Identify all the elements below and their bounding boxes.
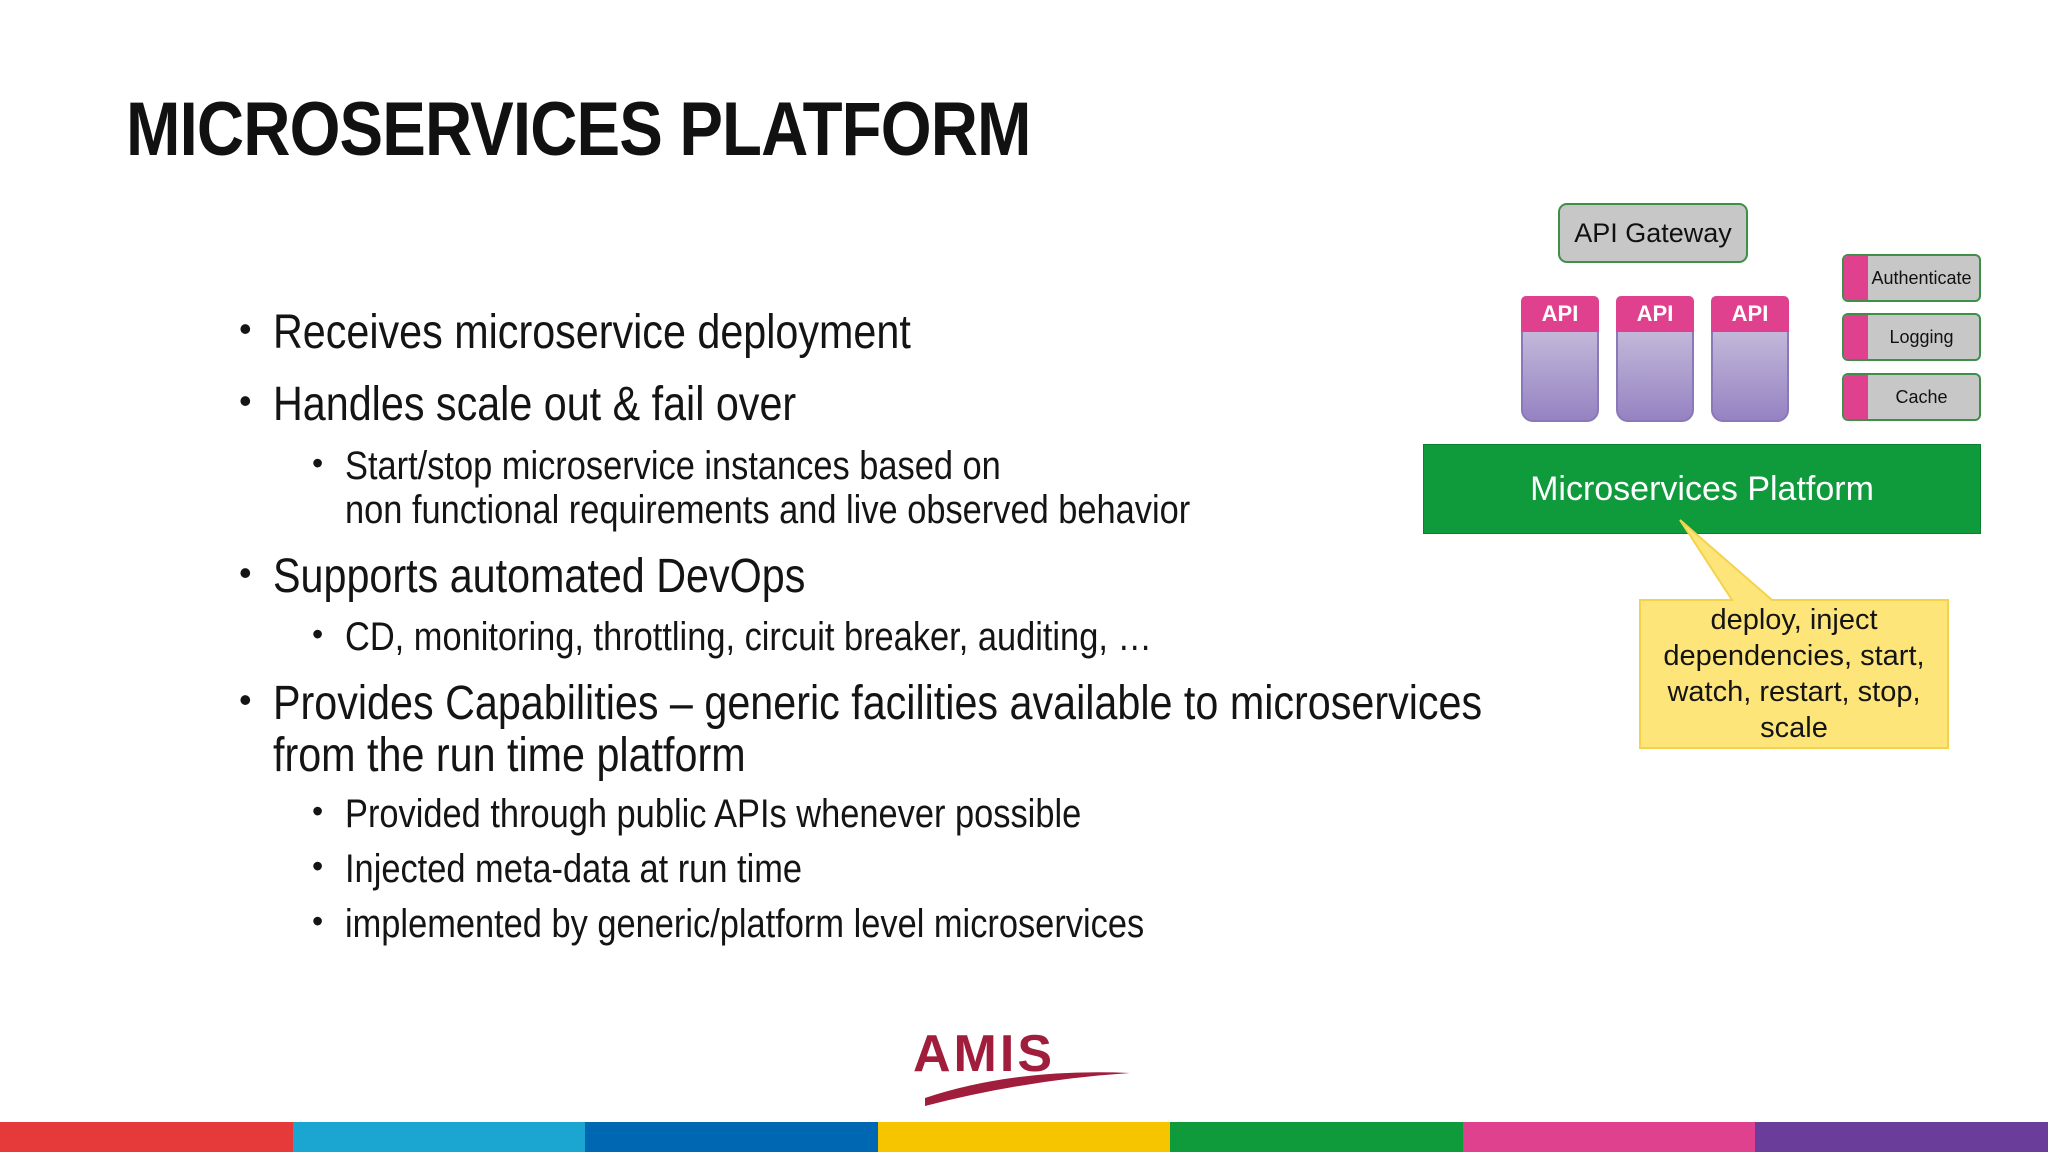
strip-segment-7: [1755, 1122, 2048, 1152]
callout-shape: [1639, 519, 1949, 749]
strip-segment-1: [0, 1122, 293, 1152]
bullet-text: from the run time platform: [273, 729, 746, 782]
api-label: API: [1711, 296, 1789, 332]
strip-segment-6: [1462, 1122, 1756, 1152]
callout-line: scale: [1760, 712, 1828, 744]
callout-line: dependencies, start,: [1663, 640, 1925, 672]
bullet-text: Handles scale out & fail over: [273, 378, 797, 431]
bullet-item: • Provides Capabilities – generic facili…: [239, 677, 1679, 730]
platform-label: Microservices Platform: [1530, 469, 1874, 508]
slide-title: MICROSERVICES PLATFORM: [126, 87, 1032, 172]
amis-logo: AMIS: [905, 1028, 1135, 1108]
bullet-dot: •: [239, 308, 252, 349]
capability-cache: Cache: [1842, 373, 1981, 421]
capability-authenticate: Authenticate: [1842, 254, 1981, 302]
bullet-dot: •: [239, 380, 252, 421]
bullet-item: • Supports automated DevOps: [239, 550, 892, 603]
sub-bullet-item: • CD, monitoring, throttling, circuit br…: [312, 615, 1283, 659]
capability-label: Authenticate: [1871, 267, 1972, 288]
api-label: API: [1616, 296, 1694, 332]
api-gateway-label: API Gateway: [1574, 217, 1732, 248]
bullet-dot: •: [239, 552, 252, 593]
capability-label: Logging: [1889, 326, 1954, 347]
bullet-dot: •: [312, 616, 324, 652]
bullet-dot: •: [312, 445, 324, 481]
bullet-text: Injected meta-data at run time: [345, 847, 802, 891]
strip-segment-3: [585, 1122, 878, 1152]
api-service-body: [1521, 326, 1599, 422]
bullet-dot: •: [312, 848, 324, 884]
capability-tab: [1844, 375, 1868, 419]
bottom-color-strip: [0, 1122, 2048, 1152]
api-service-body: [1711, 326, 1789, 422]
bullet-continuation: from the run time platform: [273, 732, 823, 780]
capability-logging: Logging: [1842, 313, 1981, 361]
microservices-platform-box: Microservices Platform: [1423, 444, 1981, 534]
sub-bullet-item: • Injected meta-data at run time: [312, 847, 876, 891]
strip-segment-5: [1170, 1122, 1463, 1152]
strip-segment-2: [292, 1122, 586, 1152]
logo-text: AMIS: [913, 1025, 1055, 1083]
capability-tab: [1844, 315, 1868, 359]
strip-segment-4: [877, 1122, 1171, 1152]
callout-line: watch, restart, stop,: [1667, 676, 1921, 708]
api-label: API: [1521, 296, 1599, 332]
bullet-text: Provides Capabilities – generic faciliti…: [273, 677, 1483, 730]
callout-text: deploy, inject dependencies, start, watc…: [1640, 600, 1948, 748]
sub-bullet-item: • implemented by generic/platform level …: [312, 902, 1274, 946]
callout-line: deploy, inject: [1710, 604, 1878, 636]
bullet-dot: •: [312, 793, 324, 829]
sub-bullet-continuation: non functional requirements and live obs…: [345, 490, 1328, 530]
bullet-text: Receives microservice deployment: [273, 306, 911, 359]
bullet-text: implemented by generic/platform level mi…: [345, 902, 1145, 946]
bullet-text: Start/stop microservice instances based …: [345, 444, 1001, 488]
logo-swoosh-icon: [925, 1072, 1130, 1106]
bullet-dot: •: [239, 679, 252, 720]
bullet-text: non functional requirements and live obs…: [345, 488, 1191, 532]
capability-tab: [1844, 256, 1868, 300]
bullet-text: CD, monitoring, throttling, circuit brea…: [345, 615, 1152, 659]
api-gateway-box: API Gateway: [1558, 203, 1748, 263]
bullet-dot: •: [312, 903, 324, 939]
api-service-body: [1616, 326, 1694, 422]
capability-label: Cache: [1895, 386, 1948, 407]
bullet-text: Provided through public APIs whenever po…: [345, 792, 1082, 836]
bullet-text: Supports automated DevOps: [273, 550, 806, 603]
sub-bullet-item: • Provided through public APIs whenever …: [312, 792, 1201, 836]
sub-bullet-item: • Start/stop microservice instances base…: [312, 444, 1108, 488]
bullet-item: • Receives microservice deployment: [239, 306, 1015, 359]
bullet-item: • Handles scale out & fail over: [239, 378, 881, 431]
